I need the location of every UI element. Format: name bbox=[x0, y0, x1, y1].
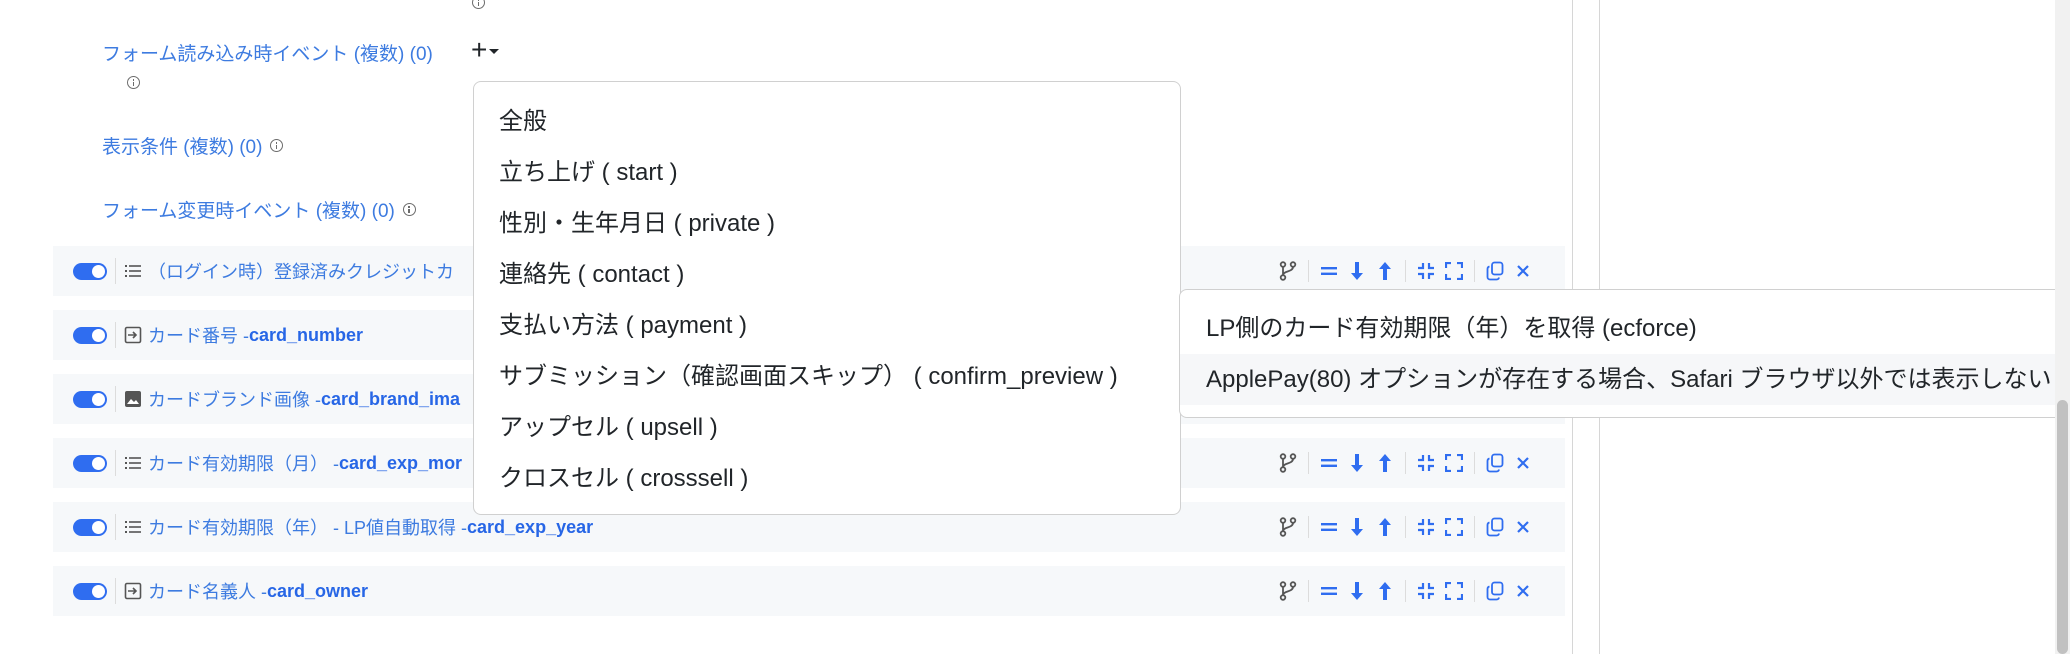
enable-toggle[interactable] bbox=[73, 582, 107, 600]
plus-icon: + bbox=[471, 34, 488, 65]
scrollbar-thumb[interactable] bbox=[2057, 400, 2068, 654]
divider bbox=[115, 514, 116, 540]
row-actions bbox=[1274, 438, 1537, 488]
list-icon bbox=[124, 262, 142, 280]
expand-icon[interactable] bbox=[1443, 260, 1465, 282]
row-actions bbox=[1274, 246, 1537, 296]
display-condition-label[interactable]: 表示条件 (複数) (0) bbox=[102, 137, 263, 158]
list-icon bbox=[124, 518, 142, 536]
dropdown-item[interactable]: 連絡先 ( contact ) bbox=[499, 261, 685, 288]
caret-down-icon bbox=[489, 49, 500, 55]
row-actions bbox=[1274, 566, 1537, 616]
copy-icon[interactable] bbox=[1484, 580, 1506, 602]
event-submenu: LP側のカード有効期限（年）を取得 (ecforce) ApplePay(80) … bbox=[1179, 289, 2070, 418]
dropdown-item[interactable]: 性別・生年月日 ( private ) bbox=[499, 210, 776, 237]
move-up-icon[interactable] bbox=[1374, 516, 1396, 538]
move-up-icon[interactable] bbox=[1374, 452, 1396, 474]
field-key[interactable]: card_number bbox=[249, 324, 364, 345]
input-icon bbox=[124, 326, 142, 344]
dropdown-item[interactable]: 支払い方法 ( payment ) bbox=[499, 312, 748, 339]
delete-icon[interactable] bbox=[1512, 260, 1534, 282]
info-icon[interactable] bbox=[270, 139, 284, 152]
field-label[interactable]: カード名義人 - bbox=[148, 582, 267, 602]
field-label[interactable]: カード番号 - bbox=[148, 326, 249, 346]
copy-icon[interactable] bbox=[1484, 516, 1506, 538]
enable-toggle[interactable] bbox=[73, 454, 107, 472]
shrink-icon[interactable] bbox=[1415, 516, 1437, 538]
load-event-label[interactable]: フォーム読み込み時イベント (複数) (0) bbox=[102, 44, 433, 65]
enable-toggle[interactable] bbox=[73, 262, 107, 280]
equal-width-icon[interactable] bbox=[1318, 516, 1340, 538]
info-icon[interactable] bbox=[127, 76, 141, 90]
field-key[interactable]: card_exp_mor bbox=[339, 452, 463, 473]
copy-icon[interactable] bbox=[1484, 260, 1506, 282]
dropdown-item[interactable]: サブミッション（確認画面スキップ） ( confirm_preview ) bbox=[499, 363, 1118, 390]
divider bbox=[115, 258, 116, 284]
input-icon bbox=[124, 582, 142, 600]
move-down-icon[interactable] bbox=[1346, 580, 1368, 602]
field-row[interactable]: カード名義人 - card_owner bbox=[53, 566, 1565, 616]
shrink-icon[interactable] bbox=[1415, 260, 1437, 282]
field-label[interactable]: カード有効期限（年） - LP値自動取得 - bbox=[148, 518, 468, 538]
enable-toggle[interactable] bbox=[73, 518, 107, 536]
category-dropdown-menu: 全般立ち上げ ( start ) 性別・生年月日 ( private ) 連絡先 (… bbox=[473, 81, 1181, 515]
field-label[interactable]: カードブランド画像 - bbox=[148, 390, 321, 410]
equal-width-icon[interactable] bbox=[1318, 580, 1340, 602]
branch-icon[interactable] bbox=[1277, 260, 1299, 282]
copy-icon[interactable] bbox=[1484, 452, 1506, 474]
equal-width-icon[interactable] bbox=[1318, 260, 1340, 282]
row-actions bbox=[1274, 502, 1537, 552]
dropdown-item[interactable]: アップセル ( upsell ) bbox=[499, 414, 718, 441]
field-key[interactable]: card_exp_year bbox=[467, 516, 594, 537]
field-label[interactable]: カード有効期限（月） - bbox=[148, 454, 339, 474]
expand-icon[interactable] bbox=[1443, 516, 1465, 538]
move-up-icon[interactable] bbox=[1374, 580, 1396, 602]
equal-width-icon[interactable] bbox=[1318, 452, 1340, 474]
branch-icon[interactable] bbox=[1277, 516, 1299, 538]
vertical-scrollbar[interactable] bbox=[2055, 0, 2070, 654]
dropdown-item[interactable]: 立ち上げ ( start ) bbox=[499, 159, 678, 186]
expand-icon[interactable] bbox=[1443, 452, 1465, 474]
delete-icon[interactable] bbox=[1512, 452, 1534, 474]
move-down-icon[interactable] bbox=[1346, 516, 1368, 538]
divider bbox=[115, 450, 116, 476]
branch-icon[interactable] bbox=[1277, 452, 1299, 474]
image-icon bbox=[124, 390, 142, 408]
shrink-icon[interactable] bbox=[1415, 452, 1437, 474]
shrink-icon[interactable] bbox=[1415, 580, 1437, 602]
list-icon bbox=[124, 454, 142, 472]
submenu-item[interactable]: LP側のカード有効期限（年）を取得 (ecforce) bbox=[1206, 315, 1697, 342]
field-label[interactable]: （ログイン時）登録済みクレジットカ bbox=[148, 262, 454, 282]
field-key[interactable]: card_owner bbox=[267, 580, 369, 601]
move-down-icon[interactable] bbox=[1346, 452, 1368, 474]
delete-icon[interactable] bbox=[1512, 580, 1534, 602]
expand-icon[interactable] bbox=[1443, 580, 1465, 602]
info-icon[interactable] bbox=[402, 203, 416, 216]
enable-toggle[interactable] bbox=[73, 390, 107, 408]
delete-icon[interactable] bbox=[1512, 516, 1534, 538]
dropdown-item[interactable]: 全般 bbox=[499, 108, 547, 135]
divider bbox=[115, 386, 116, 412]
move-down-icon[interactable] bbox=[1346, 260, 1368, 282]
enable-toggle[interactable] bbox=[73, 326, 107, 344]
change-event-label[interactable]: フォーム変更時イベント (複数) (0) bbox=[102, 201, 395, 222]
divider bbox=[115, 578, 116, 604]
move-up-icon[interactable] bbox=[1374, 260, 1396, 282]
submenu-item[interactable]: ApplePay(80) オプションが存在する場合、Safari ブラウザ以外で… bbox=[1180, 354, 2070, 405]
info-icon[interactable] bbox=[472, 0, 485, 10]
field-key[interactable]: card_brand_ima bbox=[321, 388, 461, 409]
dropdown-item[interactable]: クロスセル ( crosssell ) bbox=[499, 465, 749, 492]
add-event-button[interactable]: + bbox=[471, 34, 500, 65]
divider bbox=[115, 322, 116, 348]
branch-icon[interactable] bbox=[1277, 580, 1299, 602]
